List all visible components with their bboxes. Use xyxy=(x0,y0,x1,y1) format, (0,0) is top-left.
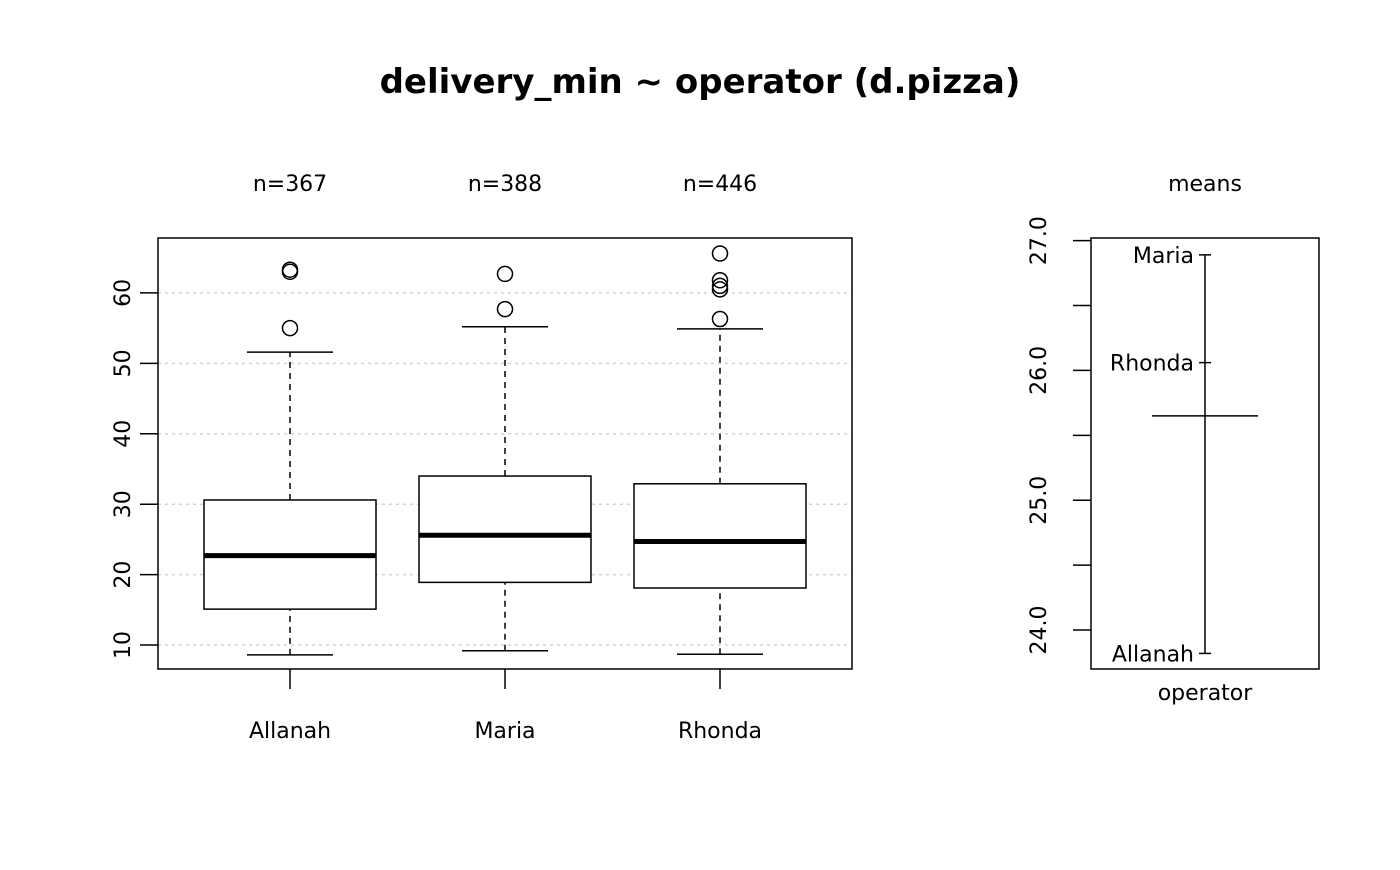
y-tick-label: 40 xyxy=(111,420,136,448)
plot-frame xyxy=(157,237,853,670)
chart-title: delivery_min ~ operator (d.pizza) xyxy=(380,62,1021,102)
outlier-point xyxy=(281,319,299,337)
mean-label: Rhonda xyxy=(1110,352,1194,377)
outlier-point xyxy=(711,281,729,298)
outlier-point xyxy=(711,310,729,328)
n-label: n=446 xyxy=(683,172,757,197)
y-tick-label: 30 xyxy=(111,490,136,518)
y-tick-label: 20 xyxy=(111,561,136,589)
y-tick-label: 25.0 xyxy=(1027,476,1052,525)
outlier-point xyxy=(711,272,729,289)
y-tick-label: 60 xyxy=(111,279,136,307)
x-tick-label: Allanah xyxy=(249,719,331,744)
x-tick-label: Rhonda xyxy=(678,719,762,744)
y-tick-label: 50 xyxy=(111,349,136,377)
means-xlabel: operator xyxy=(1158,681,1254,706)
mean-label: Allanah xyxy=(1112,642,1194,667)
y-tick-label: 10 xyxy=(111,631,136,659)
outlier-point xyxy=(281,261,299,278)
n-label: n=367 xyxy=(253,172,327,197)
outlier-point xyxy=(711,245,729,262)
outlier-point xyxy=(496,265,514,283)
x-tick-label: Maria xyxy=(474,719,535,744)
y-tick-label: 24.0 xyxy=(1027,606,1052,655)
box-rhonda xyxy=(633,483,807,589)
y-tick-label: 26.0 xyxy=(1027,346,1052,395)
means-frame xyxy=(1090,237,1320,670)
outlier-point xyxy=(711,277,729,295)
box-maria xyxy=(418,475,592,584)
means-title: means xyxy=(1168,172,1242,197)
outlier-point xyxy=(496,300,514,318)
mean-label: Maria xyxy=(1133,244,1194,269)
y-tick-label: 27.0 xyxy=(1027,216,1052,265)
n-label: n=388 xyxy=(468,172,542,197)
